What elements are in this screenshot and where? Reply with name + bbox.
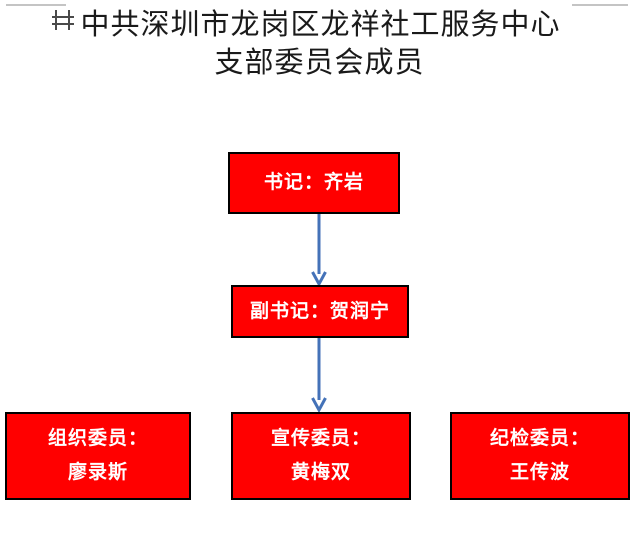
connector-secretary-to-deputy — [310, 214, 328, 288]
registration-mark-icon — [52, 10, 74, 30]
node-organization-member-role: 组织委员： — [47, 428, 148, 449]
page-title: 中共深圳市龙岗区龙祥社工服务中心 支部委员会成员 — [0, 6, 635, 82]
page-margin-mark-left — [6, 4, 66, 6]
node-discipline-member[interactable]: 纪检委员： 王传波 — [450, 412, 630, 500]
page-margin-mark-right — [572, 4, 628, 6]
node-deputy-secretary-label: 副书记：贺润宁 — [249, 300, 390, 322]
node-organization-member-name: 廖录斯 — [67, 462, 128, 483]
node-discipline-member-name: 王传波 — [509, 462, 570, 483]
title-line-1: 中共深圳市龙岗区龙祥社工服务中心 — [80, 9, 561, 41]
node-organization-member[interactable]: 组织委员： 廖录斯 — [5, 412, 191, 500]
node-secretary[interactable]: 书记：齐岩 — [228, 152, 400, 214]
node-deputy-secretary[interactable]: 副书记：贺润宁 — [231, 285, 409, 338]
node-secretary-label: 书记：齐岩 — [263, 172, 364, 193]
node-discipline-member-role: 纪检委员： — [489, 428, 590, 449]
title-line-2: 支部委员会成员 — [214, 47, 425, 79]
connector-deputy-to-propaganda — [310, 338, 328, 414]
node-propaganda-member[interactable]: 宣传委员： 黄梅双 — [231, 412, 411, 500]
node-propaganda-member-role: 宣传委员： — [270, 428, 371, 449]
node-propaganda-member-name: 黄梅双 — [290, 462, 351, 483]
